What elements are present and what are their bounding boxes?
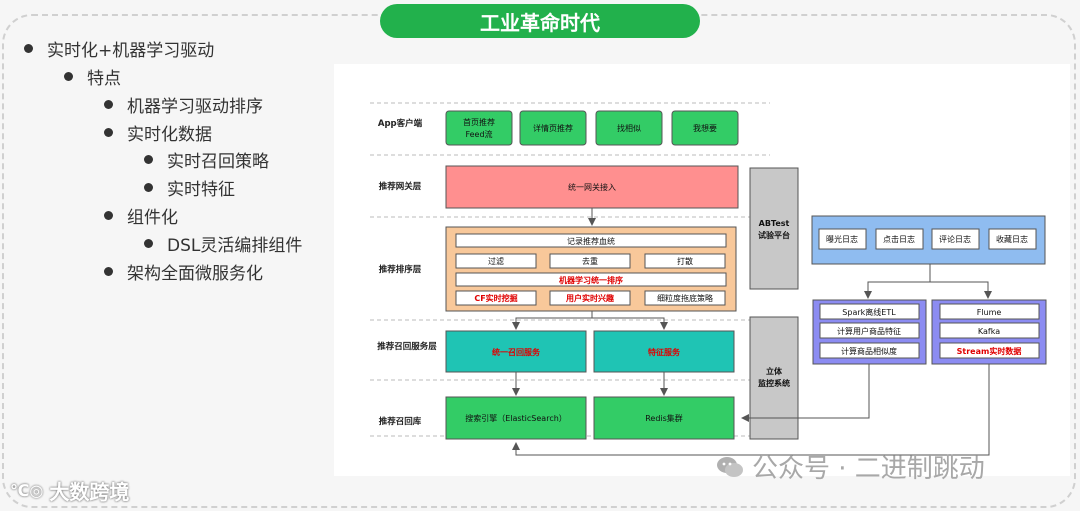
ranking-cell-label: CF实时挖掘 xyxy=(474,293,517,303)
bullet-dot-icon xyxy=(104,211,113,220)
ranking-cell-label: 打散 xyxy=(677,256,693,266)
spark-item-label: Spark离线ETL xyxy=(842,307,896,317)
layer-label: 推荐排序层 xyxy=(379,264,422,275)
bullet-text: 实时化数据 xyxy=(127,125,212,145)
watermark-text: 公众号 · 二进制跳动 xyxy=(752,454,985,484)
log-label: 收藏日志 xyxy=(996,234,1028,244)
spark-item-label: 计算商品相似度 xyxy=(841,346,897,356)
abtest-box xyxy=(749,167,799,290)
logo-text: 大数跨境 xyxy=(49,480,130,504)
stream-item-label: Stream实时数据 xyxy=(957,346,1022,356)
layer-label: 推荐网关层 xyxy=(379,181,422,192)
bullet-text: 机器学习驱动排序 xyxy=(127,97,263,117)
bullet-text: DSL灵活编排组件 xyxy=(167,236,303,256)
layer-label: 推荐召回库 xyxy=(379,416,422,427)
recall-service-box xyxy=(445,330,587,373)
bullet-item: 实时化数据 xyxy=(104,120,212,145)
bullet-text: 架构全面微服务化 xyxy=(127,264,263,284)
ranking-row-label: 记录推荐血统 xyxy=(567,236,615,246)
bullet-dot-icon xyxy=(144,183,153,192)
recall-store-label: 搜索引擎（ElasticSearch） xyxy=(465,413,567,423)
layer-label: 推荐召回服务层 xyxy=(377,341,437,352)
abtest-label: ABTest xyxy=(759,219,790,228)
recall-service-label: 统一召回服务 xyxy=(492,347,541,357)
app-box-label: Feed流 xyxy=(465,129,492,139)
stream-item-label: Flume xyxy=(977,308,1002,317)
bullet-dot-icon xyxy=(24,44,33,53)
recall-service-label: 特征服务 xyxy=(648,347,681,357)
bullet-dot-icon xyxy=(144,239,153,248)
app-box-label: 找相似 xyxy=(617,123,641,133)
bullet-item: 特点 xyxy=(64,64,121,89)
bullet-dot-icon xyxy=(144,155,153,164)
bullet-item: 实时特征 xyxy=(144,175,235,200)
slide-title: 工业革命时代 xyxy=(380,4,700,38)
bullet-text: 实时特征 xyxy=(167,180,235,200)
ranking-cell-label: 过滤 xyxy=(488,256,504,266)
bullet-item: 实时召回策略 xyxy=(144,147,269,172)
ranking-row-label: 机器学习统一排序 xyxy=(559,275,623,285)
log-label: 曝光日志 xyxy=(826,234,858,244)
bullet-dot-icon xyxy=(104,267,113,276)
recall-store-box xyxy=(593,396,735,440)
wechat-icon xyxy=(717,456,743,477)
logo-icon: ℃◎ xyxy=(10,481,44,500)
bullet-dot-icon xyxy=(64,72,73,81)
bullet-text: 实时召回策略 xyxy=(167,152,269,172)
spark-item-label: 计算用户商品特征 xyxy=(837,326,901,336)
bullet-text: 组件化 xyxy=(127,208,178,228)
gateway-label: 统一网关接入 xyxy=(568,182,616,192)
bullet-dot-icon xyxy=(104,128,113,137)
log-label: 点击日志 xyxy=(883,234,915,244)
monitor-label: 监控系统 xyxy=(758,378,790,388)
bullet-text: 特点 xyxy=(87,69,121,89)
app-client-boxes: 首页推荐 Feed流 详情页推荐 找相似 我想要 xyxy=(445,110,739,146)
app-box-label: 详情页推荐 xyxy=(533,123,573,133)
recall-store-label: Redis集群 xyxy=(645,413,683,423)
ranking-cell-label: 去重 xyxy=(582,256,598,266)
bullet-text: 实时化+机器学习驱动 xyxy=(47,41,215,61)
bullet-item: 组件化 xyxy=(104,203,178,228)
bullet-item: DSL灵活编排组件 xyxy=(144,231,302,256)
bullet-item: 架构全面微服务化 xyxy=(104,259,263,284)
recall-store-box xyxy=(445,396,587,440)
watermark: 公众号 · 二进制跳动 xyxy=(716,448,985,485)
bullet-item: 机器学习驱动排序 xyxy=(104,92,263,117)
ranking-cell-label: 用户实时兴趣 xyxy=(565,293,615,303)
app-box-label: 首页推荐 xyxy=(463,117,495,127)
ranking-cell-label: 细粒度拖底策略 xyxy=(657,293,713,303)
bullet-dot-icon xyxy=(104,100,113,109)
monitor-box xyxy=(749,316,799,440)
monitor-label: 立体 xyxy=(766,366,783,376)
bullet-item: 实时化+机器学习驱动 xyxy=(24,36,214,61)
stream-item-label: Kafka xyxy=(978,327,1000,336)
abtest-label: 试验平台 xyxy=(758,230,790,240)
brand-logo: ℃◎ 大数跨境 xyxy=(10,476,129,505)
layer-label: App客户端 xyxy=(378,118,423,129)
app-box-label: 我想要 xyxy=(693,123,717,133)
gateway-box xyxy=(445,165,739,209)
log-label: 评论日志 xyxy=(939,234,971,244)
